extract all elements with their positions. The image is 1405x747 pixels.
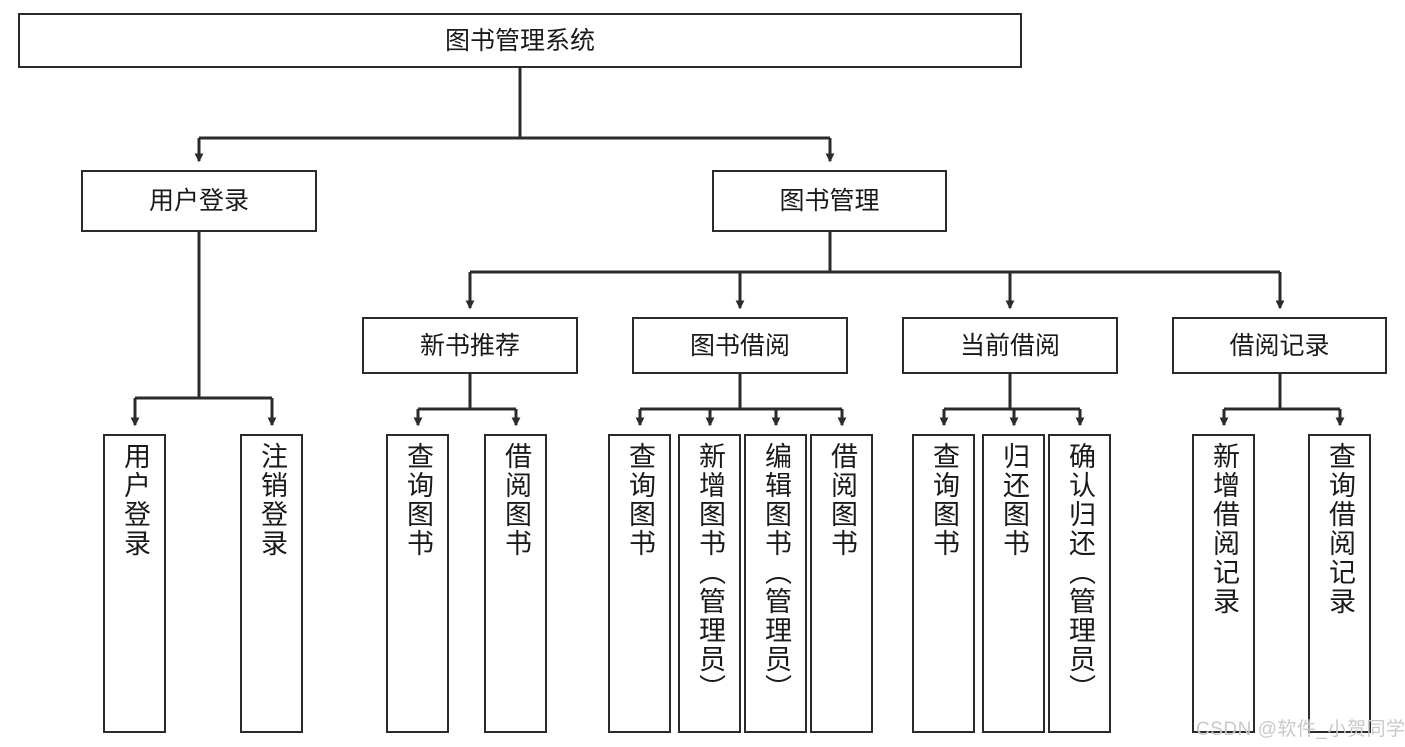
node-label: 当前借阅 — [959, 331, 1060, 360]
node-l_borrow2[interactable]: 借阅图书 — [810, 434, 873, 733]
node-label: 新增借阅记录 — [1209, 442, 1239, 616]
node-label: 用户登录 — [148, 187, 249, 215]
node-root[interactable]: 图书管理系统 — [18, 13, 1022, 68]
node-label: 新书推荐 — [419, 331, 520, 360]
node-current[interactable]: 当前借阅 — [902, 317, 1118, 374]
node-newbook[interactable]: 新书推荐 — [362, 317, 578, 374]
node-l_confirm[interactable]: 确认归还（管理员） — [1048, 434, 1111, 733]
node-l_add[interactable]: 新增图书（管理员） — [678, 434, 741, 733]
node-l_query2[interactable]: 查询图书 — [608, 434, 671, 733]
node-l_queryrec[interactable]: 查询借阅记录 — [1308, 434, 1371, 733]
node-l_login[interactable]: 用户登录 — [103, 434, 166, 733]
node-l_edit[interactable]: 编辑图书（管理员） — [744, 434, 807, 733]
node-l_logout[interactable]: 注销登录 — [240, 434, 303, 733]
node-l_query3[interactable]: 查询图书 — [912, 434, 975, 733]
node-borrow[interactable]: 图书借阅 — [632, 317, 848, 374]
node-label: 查询图书 — [929, 442, 959, 558]
node-l_query1[interactable]: 查询图书 — [386, 434, 449, 733]
node-label: 查询借阅记录 — [1325, 442, 1355, 616]
node-label: 图书管理系统 — [444, 26, 595, 55]
node-label: 注销登录 — [257, 442, 287, 558]
edge-paths — [130, 68, 1345, 427]
node-bookmgmt[interactable]: 图书管理 — [712, 170, 947, 232]
node-label: 确认归还（管理员） — [1065, 442, 1095, 703]
node-l_addrec[interactable]: 新增借阅记录 — [1192, 434, 1255, 733]
node-l_return[interactable]: 归还图书 — [982, 434, 1045, 733]
node-label: 编辑图书（管理员） — [761, 442, 791, 703]
node-label: 借阅图书 — [501, 442, 531, 558]
node-l_borrow1[interactable]: 借阅图书 — [484, 434, 547, 733]
node-label: 新增图书（管理员） — [695, 442, 725, 703]
node-label: 归还图书 — [999, 442, 1029, 558]
node-label: 查询图书 — [625, 442, 655, 558]
node-label: 查询图书 — [403, 442, 433, 558]
node-label: 借阅记录 — [1229, 331, 1330, 360]
node-label: 图书管理 — [779, 187, 880, 215]
node-label: 借阅图书 — [827, 442, 857, 558]
node-login[interactable]: 用户登录 — [81, 170, 317, 232]
node-label: 用户登录 — [120, 442, 150, 558]
csdn-watermark: CSDN @软件_小贺同学 — [1196, 719, 1405, 740]
node-label: 图书借阅 — [689, 331, 790, 360]
node-records[interactable]: 借阅记录 — [1172, 317, 1387, 374]
